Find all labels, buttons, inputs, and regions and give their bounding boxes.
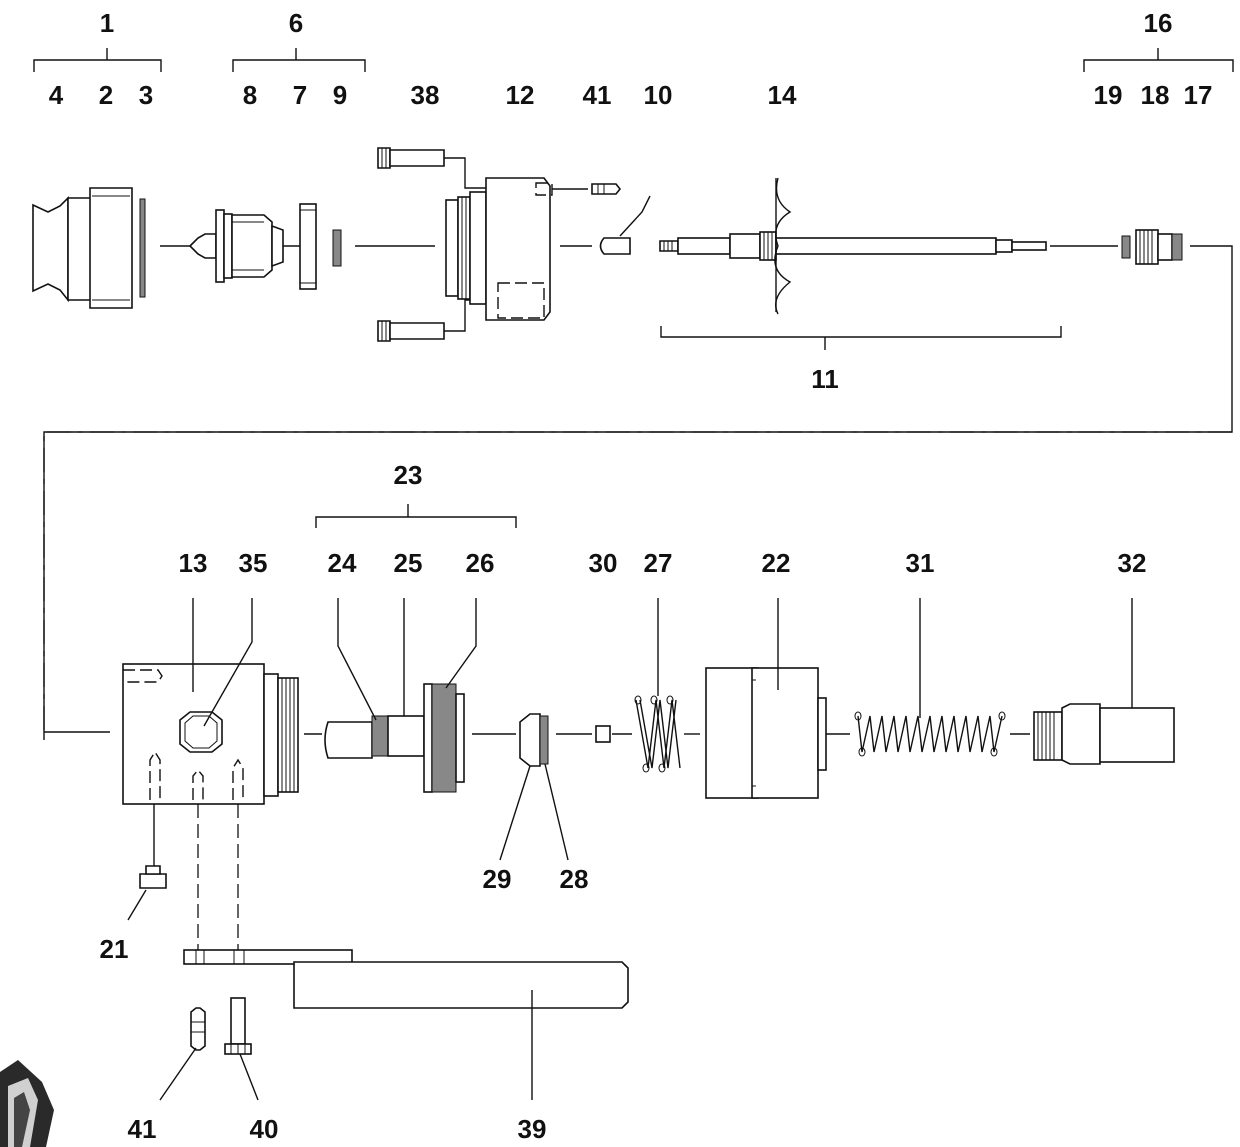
part-14-rod [659,177,1047,315]
part-8-valve [188,209,284,283]
label-4: 4 [49,80,64,110]
label-27: 27 [644,548,673,578]
part-27-spring [612,598,700,773]
label-30: 30 [589,548,618,578]
label-39: 39 [518,1114,547,1144]
group-brackets [33,48,1234,528]
label-24: 24 [328,548,357,578]
label-25: 25 [394,548,423,578]
label-11: 11 [811,364,839,394]
label-1: 1 [100,8,114,38]
label-41-top: 41 [583,80,612,110]
part-13-body [122,663,299,805]
label-23: 23 [394,460,423,490]
label-10: 10 [644,80,673,110]
part-22-cap [705,598,850,799]
label-32: 32 [1118,548,1147,578]
part-7-washer [299,203,317,290]
part-labels: 1 6 16 4 2 3 8 7 9 38 12 41 10 14 19 18 … [49,8,1213,1144]
part-41-pin-top [552,183,622,195]
part-13-leaders [44,598,253,733]
part-12-housing [445,177,553,321]
label-2: 2 [99,80,113,110]
label-16: 16 [1144,8,1173,38]
label-29: 29 [483,864,512,894]
label-21: 21 [100,934,129,964]
part-29-28-valve [472,713,569,861]
label-14: 14 [768,80,797,110]
label-31: 31 [906,548,935,578]
part-21-screw [127,804,167,921]
label-9: 9 [333,80,347,110]
part-41-pin-bottom [159,1007,206,1101]
label-19: 19 [1094,80,1123,110]
label-7: 7 [293,80,307,110]
label-40: 40 [250,1114,279,1144]
part-9-ring [332,229,342,267]
label-35: 35 [239,548,268,578]
part-4-2-3-cap [32,187,146,309]
part-32-plug [1033,598,1175,765]
label-13: 13 [179,548,208,578]
part-39-handle [183,949,629,1100]
part-10-tip [599,195,651,255]
label-3: 3 [139,80,153,110]
part-40-bolt [224,997,259,1101]
dashdot-return-line [43,431,1232,732]
part-31-spring [854,598,1030,757]
label-26: 26 [466,548,495,578]
label-17: 17 [1184,80,1213,110]
label-28: 28 [560,864,589,894]
partial-handle-corner [0,1060,54,1147]
label-41-bottom: 41 [128,1114,157,1144]
label-6: 6 [289,8,303,38]
part-19-18-17-nut [1121,229,1183,265]
label-38: 38 [411,80,440,110]
label-12: 12 [506,80,535,110]
part-30-seat [556,725,611,743]
label-18: 18 [1141,80,1170,110]
part-25-piston [304,598,477,793]
label-22: 22 [762,548,791,578]
label-8: 8 [243,80,257,110]
